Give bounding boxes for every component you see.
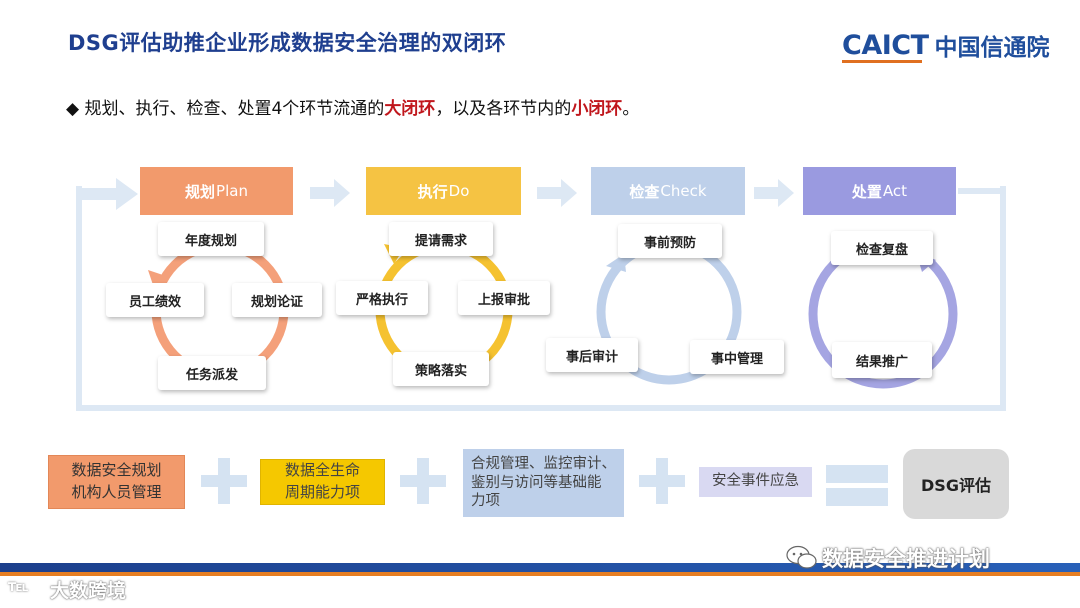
dsg-assessment-result: DSG评估 (903, 449, 1009, 519)
big-loop-entry-arrow (76, 178, 138, 210)
formula-box-lifecycle-text: 数据全生命 周期能力项 (284, 461, 360, 501)
equals-sign-top (826, 465, 888, 483)
stage-plan-en: Plan (216, 182, 248, 200)
check-item-in-process-management: 事中管理 (690, 340, 784, 374)
formula-box-basic-capabilities-text: 合规管理、监控审计、 鉴别与访问等基础能 力项 (471, 455, 616, 510)
highlight-big-loop: 大闭环 (384, 99, 436, 119)
page-title: DSG评估助推企业形成数据安全治理的双闭环 (68, 31, 507, 55)
caict-logo: CAICT 中国信通院 (842, 28, 1050, 62)
formula-box-incident-response: 安全事件应急 (699, 467, 812, 497)
act-item-review: 检查复盘 (831, 231, 933, 265)
check-item-prevention: 事前预防 (618, 224, 722, 258)
plus-icon-3 (639, 458, 685, 504)
check-item-post-audit: 事后审计 (546, 338, 638, 372)
footer-stripe-orange (0, 572, 1080, 576)
plus-icon-1 (201, 458, 247, 504)
plan-to-do-arrow (310, 179, 350, 207)
formula-box-planning-org: 数据安全规划 机构人员管理 (48, 455, 185, 509)
formula-box-lifecycle: 数据全生命 周期能力项 (260, 459, 385, 505)
stage-check-en: Check (660, 182, 707, 200)
logo-en: CAICT (842, 29, 929, 61)
plan-item-plan-review: 规划论证 (232, 283, 322, 317)
wechat-watermark: 数据安全推进计划 (822, 547, 990, 571)
act-to-return-arrow (958, 188, 1006, 206)
do-item-strict-execution: 严格执行 (336, 281, 428, 315)
do-to-check-arrow (537, 179, 577, 207)
bullet-icon: ◆ (66, 99, 80, 119)
equals-sign-bottom (826, 488, 888, 506)
stage-do-zh: 执行 (417, 182, 448, 201)
subtitle-text-3: 。 (622, 99, 640, 119)
do-item-submit-request: 提请需求 (389, 222, 493, 256)
stage-do-en: Do (448, 182, 470, 200)
footer-stripe-blue (0, 563, 1080, 572)
formula-box-incident-response-text: 安全事件应急 (712, 473, 799, 490)
logo-underline (842, 60, 922, 63)
plus-icon-2 (400, 458, 446, 504)
corner-watermark: 大数跨境 (50, 580, 127, 602)
check-to-act-arrow (754, 179, 794, 207)
logo-zh: 中国信通院 (934, 35, 1050, 61)
formula-box-planning-org-text: 数据安全规划 机构人员管理 (71, 461, 162, 501)
plan-item-staff-performance: 员工绩效 (106, 283, 204, 317)
stage-check-zh: 检查 (629, 182, 660, 201)
subtitle-text-2: ，以及各环节内的 (435, 99, 572, 119)
stage-act-en: Act (882, 182, 908, 200)
subtitle-text-1: 规划、执行、检查、处置4个环节流通的 (84, 99, 385, 119)
big-loop-frame (76, 186, 1006, 411)
subtitle: ◆ 规划、执行、检查、处置4个环节流通的大闭环，以及各环节内的小闭环。 (66, 94, 639, 119)
wechat-icon (786, 545, 817, 569)
do-item-strategy-implementation: 策略落实 (393, 352, 489, 386)
highlight-small-loop: 小闭环 (571, 99, 623, 119)
plan-item-task-dispatch: 任务派发 (158, 356, 266, 390)
stage-plan-zh: 规划 (185, 182, 216, 201)
stage-act-zh: 处置 (851, 182, 882, 201)
corner-logo-icon: ℡ (8, 576, 29, 595)
plan-item-annual-planning: 年度规划 (158, 222, 264, 256)
act-item-result-promotion: 结果推广 (832, 342, 932, 378)
do-item-report-approval: 上报审批 (458, 281, 550, 315)
formula-box-basic-capabilities: 合规管理、监控审计、 鉴别与访问等基础能 力项 (463, 449, 624, 517)
